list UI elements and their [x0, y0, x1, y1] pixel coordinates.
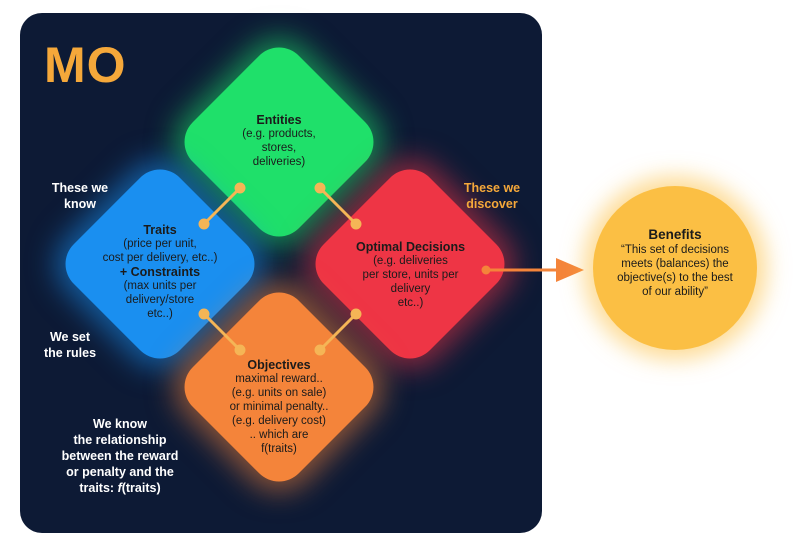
benefits-circle	[593, 186, 757, 350]
optimal-decisions-line: (e.g. deliveries	[373, 255, 448, 267]
annotation-line: or penalty and the	[66, 465, 174, 479]
constraints-line: (max units per	[123, 280, 197, 292]
annotation-line: We set	[49, 330, 91, 344]
connector-optimal-objectives	[318, 312, 358, 352]
page-title: MO	[44, 37, 127, 93]
annotation-function-f: f	[117, 481, 122, 495]
optimal-decisions-line: per store, units per	[362, 269, 459, 281]
benefits-line: objective(s) to the best	[617, 272, 733, 284]
connector-dot	[234, 182, 246, 194]
objectives-heading: Objectives	[247, 358, 311, 372]
optimal-decisions-heading: Optimal Decisions	[355, 240, 466, 254]
annotation-line: between the reward	[61, 449, 179, 463]
connector-dot	[314, 344, 326, 356]
optimal-decisions-box: Optimal Decisions (e.g. deliveries per s…	[338, 240, 483, 310]
annotation-traits-suffix: (traits)	[121, 481, 161, 495]
entities-line: (e.g. products,	[242, 128, 316, 140]
connector-dot	[350, 308, 362, 320]
annotation-we-set-the-rules: We set the rules	[30, 329, 110, 361]
objectives-line: or minimal penalty..	[229, 401, 329, 413]
benefits-heading: Benefits	[648, 227, 702, 242]
objectives-line: f(traits)	[261, 443, 297, 455]
annotation-line: traits: f(traits)	[40, 480, 200, 496]
benefits-line: “This set of decisions	[620, 244, 729, 256]
objectives-line: maximal reward..	[235, 373, 323, 385]
constraints-line: etc..)	[147, 308, 173, 320]
connector-dot	[198, 308, 210, 320]
annotation-traits-prefix: traits:	[79, 481, 118, 495]
annotation-relationship: We know the relationship between the rew…	[40, 416, 200, 496]
constraints-line: delivery/store	[125, 294, 195, 306]
traits-box: Traits (price per unit, cost per deliver…	[80, 223, 240, 321]
traits-line: (price per unit,	[123, 238, 197, 250]
annotation-line: We know	[93, 417, 147, 431]
annotation-line: know	[64, 197, 96, 211]
objectives-line: (e.g. units on sale)	[231, 387, 327, 399]
optimal-decisions-line: delivery	[390, 283, 431, 295]
entities-line: deliveries)	[252, 156, 306, 168]
objectives-line: .. which are	[249, 429, 309, 441]
connector-traits-objectives	[202, 312, 242, 352]
annotation-line: These we	[463, 181, 521, 195]
benefits-line: meets (balances) the	[621, 258, 729, 270]
connector-dot	[198, 218, 210, 230]
entities-box: Entities (e.g. products, stores, deliver…	[219, 113, 339, 169]
annotation-line: the rules	[43, 346, 97, 360]
annotation-line: discover	[466, 197, 518, 211]
benefits-line: of our ability”	[642, 286, 708, 298]
connector-dot	[350, 218, 362, 230]
annotation-these-we-discover: These we discover	[452, 180, 532, 212]
annotation-these-we-know: These we know	[40, 180, 120, 212]
traits-line: cost per delivery, etc..)	[102, 252, 218, 264]
entities-line: stores,	[261, 142, 297, 154]
annotation-line: These we	[51, 181, 109, 195]
connector-entities-optimal	[318, 186, 358, 226]
connector-dot	[234, 344, 246, 356]
objectives-box: Objectives maximal reward.. (e.g. units …	[212, 358, 346, 456]
constraints-heading: + Constraints	[119, 265, 201, 279]
annotation-line: the relationship	[73, 433, 167, 447]
objectives-line: (e.g. delivery cost)	[232, 415, 326, 427]
arrow-head-icon	[556, 258, 584, 282]
traits-heading: Traits	[143, 223, 177, 237]
benefits-box: Benefits “This set of decisions meets (b…	[600, 226, 750, 299]
connector-entities-traits	[202, 186, 242, 226]
optimal-decisions-line: etc..)	[397, 297, 424, 309]
entities-heading: Entities	[256, 113, 302, 127]
connector-dot	[314, 182, 326, 194]
